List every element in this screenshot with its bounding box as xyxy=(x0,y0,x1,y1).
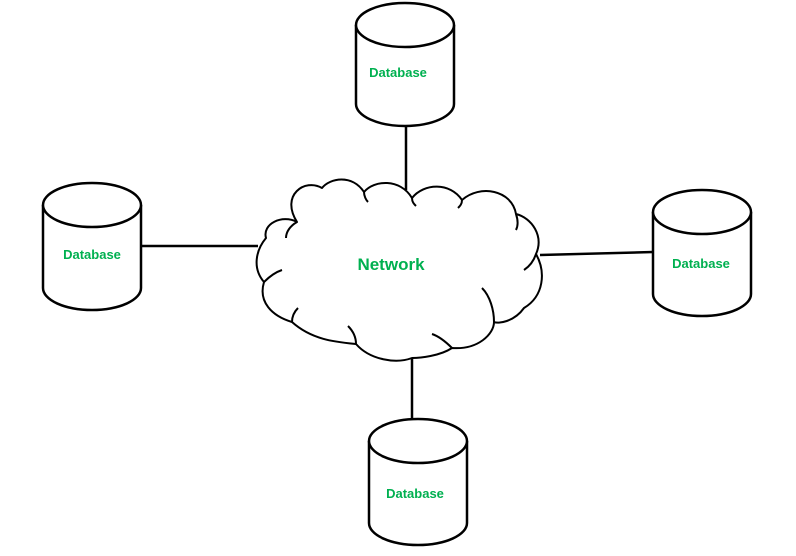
database-left-body xyxy=(41,205,143,312)
database-right: Database xyxy=(651,188,753,318)
database-bottom: Database xyxy=(367,417,469,547)
database-top-label: Database xyxy=(369,65,427,80)
database-bottom-body xyxy=(367,441,469,547)
database-top-cap xyxy=(354,1,456,49)
connector-right xyxy=(539,250,654,257)
cloud-details xyxy=(263,191,537,349)
database-bottom-label: Database xyxy=(386,486,444,501)
database-right-cap xyxy=(651,188,753,236)
connectors xyxy=(141,127,654,419)
database-left-label: Database xyxy=(63,247,121,262)
database-right-body xyxy=(651,212,753,318)
network-cloud: Network xyxy=(255,178,543,362)
database-bottom-cap xyxy=(367,417,469,465)
database-top: Database xyxy=(354,1,456,128)
database-right-label: Database xyxy=(672,256,730,271)
cloud-shape xyxy=(255,178,543,362)
database-left-cap xyxy=(41,181,143,229)
network-label: Network xyxy=(357,255,425,274)
database-left: Database xyxy=(41,181,143,312)
database-top-body xyxy=(354,25,456,128)
